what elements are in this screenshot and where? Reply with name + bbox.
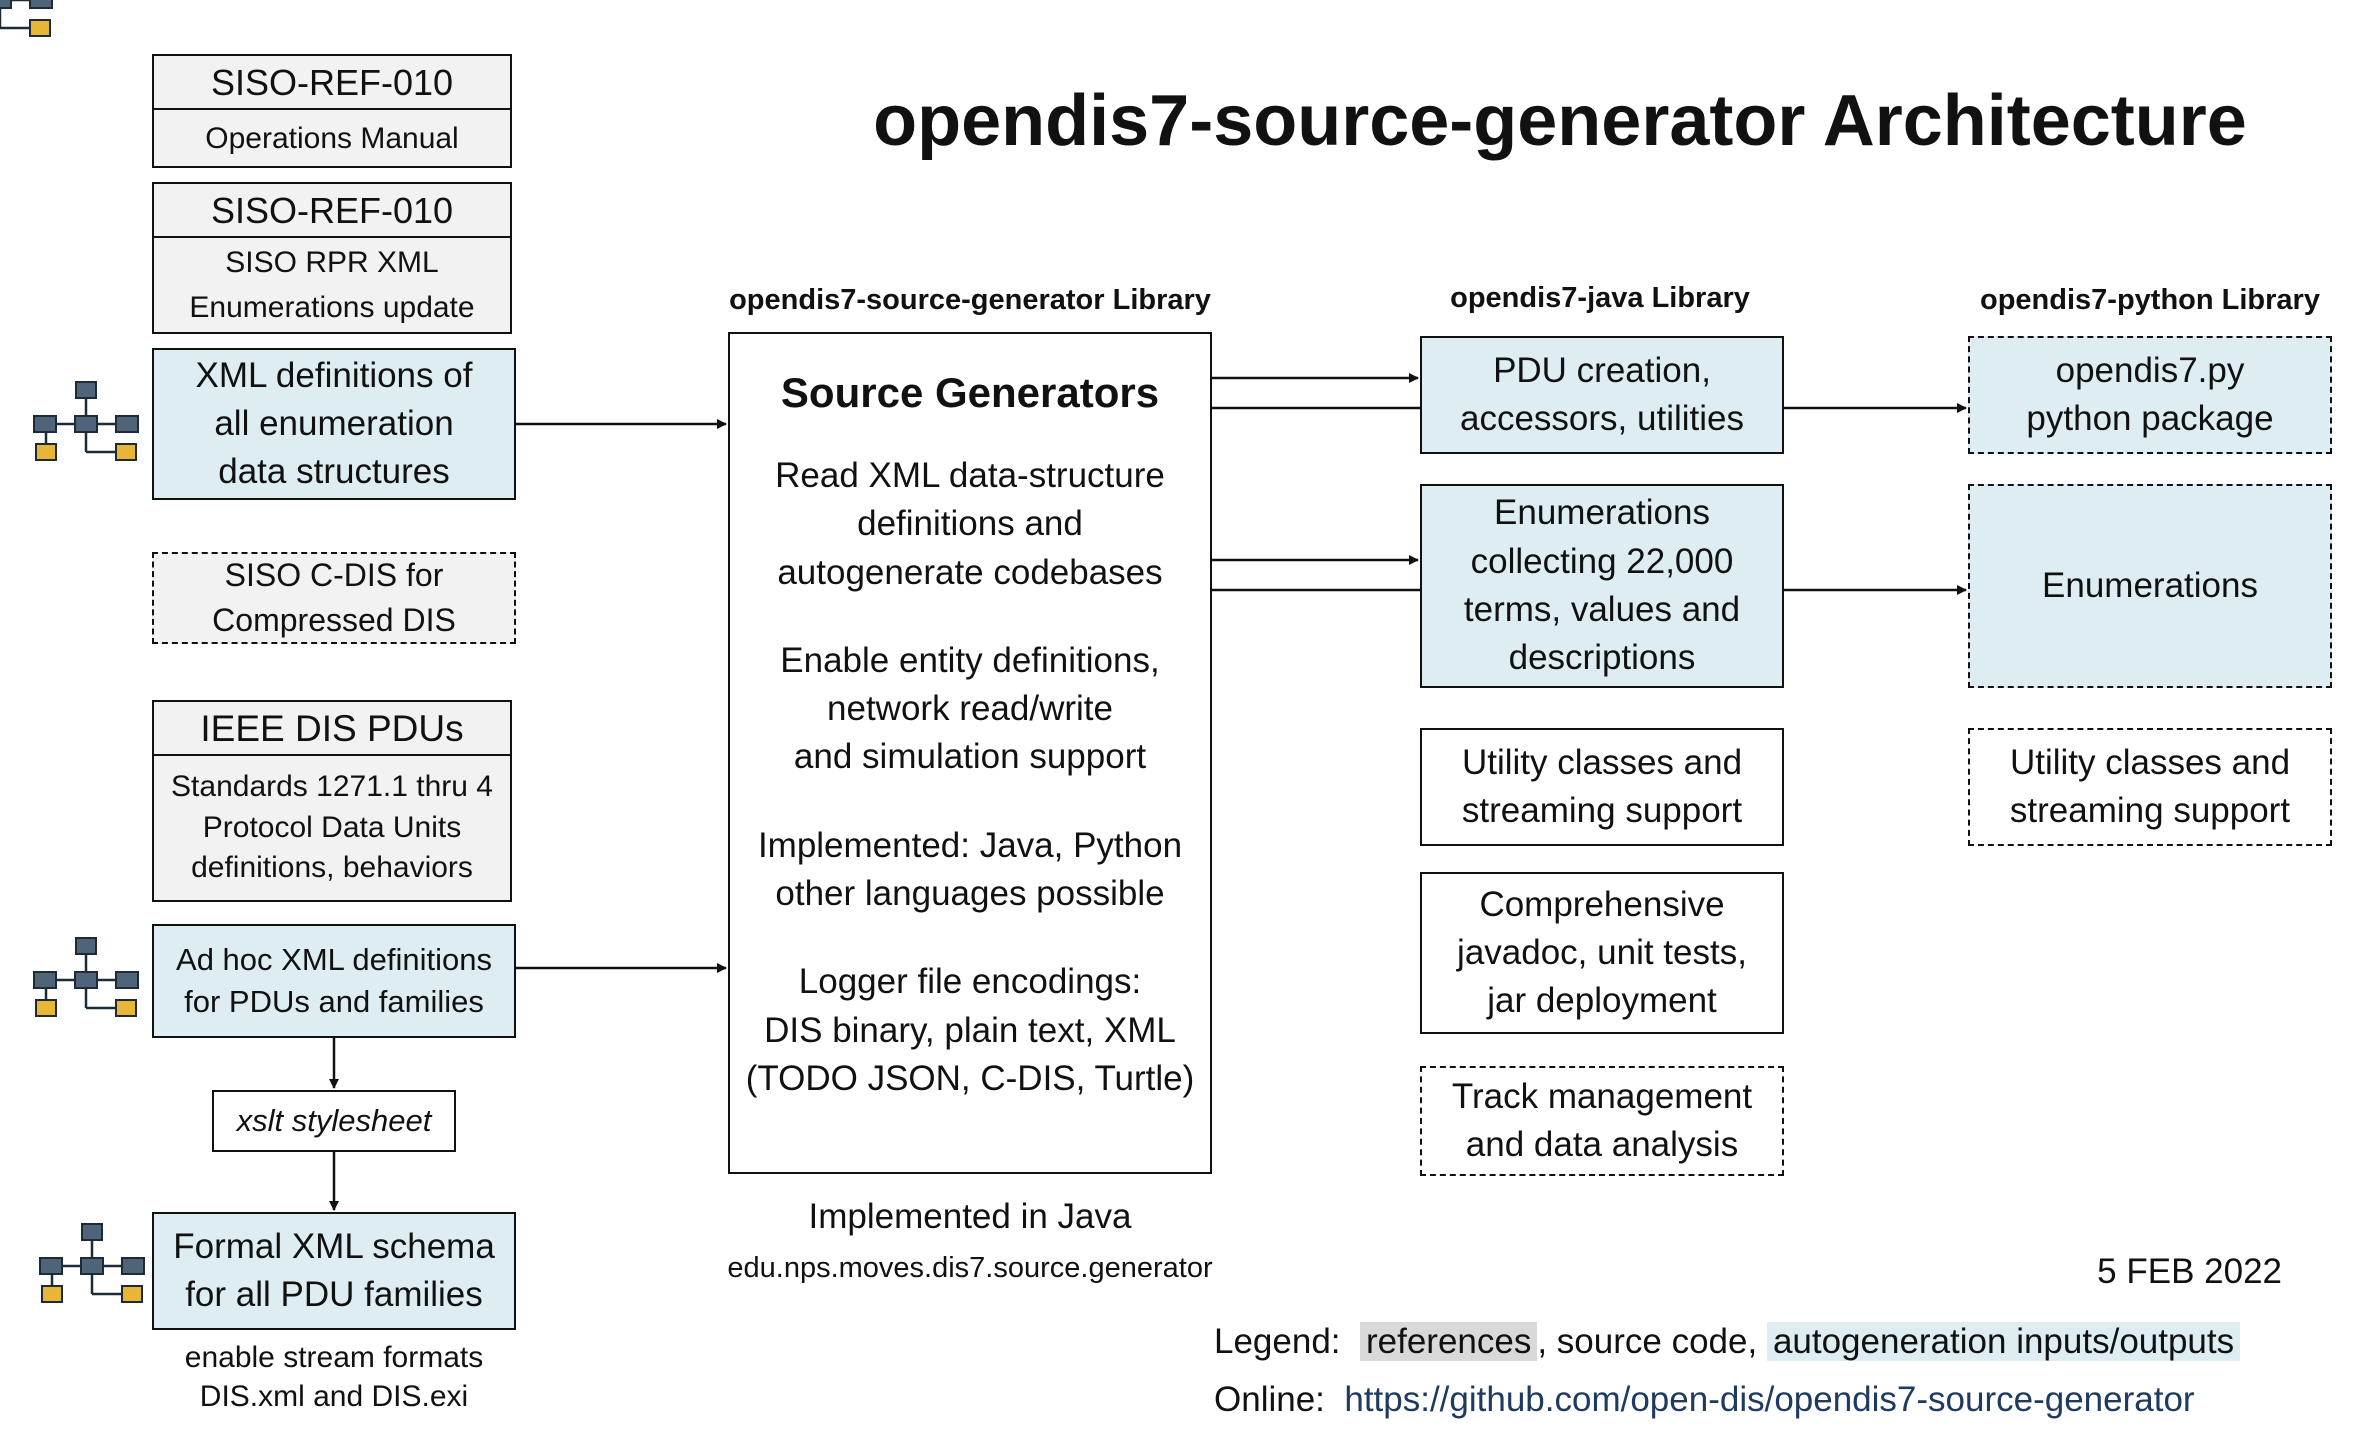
- generator-library-header: opendis7-source-generator Library: [729, 284, 1211, 316]
- python-utility-classes-box: Utility classes and streaming support: [1968, 728, 2332, 846]
- java-pdu-creation-box: PDU creation, accessors, utilities: [1420, 336, 1784, 454]
- generator-line: Logger file encodings:: [798, 962, 1142, 1002]
- generator-paragraph: Logger file encodings: DIS binary, plain…: [730, 958, 1210, 1103]
- python-library-header: opendis7-python Library: [1980, 284, 2320, 316]
- schema-caption: enable stream formats DIS.xml and DIS.ex…: [132, 1338, 536, 1416]
- box-line: Comprehensive: [1479, 884, 1725, 924]
- box-line: accessors, utilities: [1460, 399, 1744, 438]
- hierarchy-diagram-icon: [32, 380, 140, 462]
- legend-autogeneration: autogeneration inputs/outputs: [1766, 1322, 2241, 1361]
- generator-line: Enable entity definitions,: [780, 640, 1160, 680]
- generator-line: and simulation support: [793, 737, 1147, 777]
- box-line: Enumerations: [1494, 493, 1710, 533]
- box-line: Track management: [1451, 1076, 1753, 1116]
- box-line: for all PDU families: [185, 1275, 483, 1314]
- siso-rpr-xml-reference: SISO-REF-010 SISO RPR XML Enumerations u…: [152, 182, 512, 334]
- legend-line: Legend: references, source code, autogen…: [1214, 1322, 2241, 1362]
- legend-source-code: , source code,: [1537, 1322, 1767, 1361]
- box-line: Enumerations: [2042, 565, 2258, 605]
- box-line: collecting 22,000: [1470, 541, 1734, 581]
- reference-body: SISO RPR XML Enumerations update: [154, 238, 510, 332]
- formal-xml-schema-box: Formal XML schema for all PDU families: [152, 1212, 516, 1330]
- legend-references: references: [1359, 1322, 1538, 1361]
- ieee-dis-pdus-reference: IEEE DIS PDUs Standards 1271.1 thru 4 Pr…: [152, 700, 512, 902]
- siso-cdis-box: SISO C-DIS for Compressed DIS: [152, 552, 516, 644]
- box-line: Utility classes and: [1461, 742, 1743, 782]
- legend-label: Legend:: [1214, 1322, 1341, 1361]
- box-line: all enumeration: [214, 403, 454, 443]
- python-enumerations-box: Enumerations: [1968, 484, 2332, 688]
- reference-line: Standards 1271.1 thru 4: [171, 770, 493, 804]
- box-line: streaming support: [1461, 791, 1743, 830]
- generator-line: Implemented: Java, Python: [757, 825, 1183, 865]
- siso-ops-manual-reference: SISO-REF-010 Operations Manual: [152, 54, 512, 168]
- box-line: SISO C-DIS for: [224, 557, 444, 594]
- generator-line: other languages possible: [775, 874, 1165, 914]
- box-line: Compressed DIS: [212, 602, 456, 638]
- xslt-stylesheet-box: xslt stylesheet: [212, 1090, 456, 1152]
- box-line: javadoc, unit tests,: [1457, 932, 1747, 972]
- adhoc-xml-definitions-box: Ad hoc XML definitions for PDUs and fami…: [152, 924, 516, 1038]
- generator-paragraph: Enable entity definitions, network read/…: [730, 637, 1210, 782]
- java-utility-classes-box: Utility classes and streaming support: [1420, 728, 1784, 846]
- online-line: Online: https://github.com/open-dis/open…: [1214, 1380, 2195, 1420]
- box-line: and data analysis: [1465, 1125, 1739, 1164]
- box-line: Utility classes and: [2009, 742, 2291, 782]
- reference-line: Enumerations update: [189, 291, 475, 324]
- box-line: jar deployment: [1487, 981, 1717, 1021]
- reference-title: SISO-REF-010: [154, 184, 510, 238]
- python-package-box: opendis7.py python package: [1968, 336, 2332, 454]
- box-line: for PDUs and families: [184, 984, 484, 1019]
- java-library-header: opendis7-java Library: [1450, 282, 1750, 314]
- box-line: python package: [2026, 399, 2274, 438]
- hierarchy-diagram-icon: [0, 0, 53, 37]
- generator-line: (TODO JSON, C-DIS, Turtle): [745, 1058, 1195, 1098]
- reference-body: Standards 1271.1 thru 4 Protocol Data Un…: [154, 756, 510, 900]
- box-line: descriptions: [1508, 638, 1696, 678]
- reference-body: Operations Manual: [154, 110, 510, 166]
- diagram-title: opendis7-source-generator Architecture: [873, 81, 2247, 161]
- online-url-link[interactable]: https://github.com/open-dis/opendis7-sou…: [1344, 1380, 2195, 1419]
- java-track-management-box: Track management and data analysis: [1420, 1066, 1784, 1176]
- reference-line: Protocol Data Units: [202, 810, 462, 844]
- box-line: xslt stylesheet: [236, 1102, 432, 1138]
- box-line: opendis7.py: [2055, 350, 2245, 390]
- generator-line: network read/write: [827, 689, 1113, 729]
- generator-line: Read XML data-structure: [775, 455, 1165, 495]
- generator-paragraph: Implemented: Java, Python other language…: [730, 822, 1210, 919]
- java-javadoc-box: Comprehensive javadoc, unit tests, jar d…: [1420, 872, 1784, 1034]
- generator-line: definitions and: [857, 504, 1083, 544]
- reference-line: definitions, behaviors: [191, 851, 473, 885]
- box-line: data structures: [218, 452, 450, 492]
- xml-enumeration-definitions-box: XML definitions of all enumeration data …: [152, 348, 516, 500]
- generator-package-name: edu.nps.moves.dis7.source.generator: [727, 1252, 1213, 1284]
- reference-title: IEEE DIS PDUs: [154, 702, 510, 756]
- source-generators-box: Source Generators Read XML data-structur…: [728, 332, 1212, 1174]
- box-line: streaming support: [2009, 791, 2291, 830]
- source-generators-title: Source Generators: [780, 369, 1160, 416]
- java-enumerations-box: Enumerations collecting 22,000 terms, va…: [1420, 484, 1784, 688]
- box-line: Formal XML schema: [173, 1226, 495, 1266]
- diagram-date: 5 FEB 2022: [2097, 1252, 2282, 1291]
- implemented-in-java-caption: Implemented in Java: [808, 1197, 1132, 1236]
- reference-line: Operations Manual: [205, 121, 459, 155]
- box-line: Ad hoc XML definitions: [176, 942, 492, 978]
- generator-line: autogenerate codebases: [777, 552, 1163, 592]
- online-label: Online:: [1214, 1380, 1325, 1419]
- box-line: terms, values and: [1463, 590, 1741, 629]
- caption-line: enable stream formats: [184, 1341, 484, 1374]
- hierarchy-diagram-icon: [32, 936, 140, 1018]
- reference-title: SISO-REF-010: [154, 56, 510, 110]
- box-line: XML definitions of: [195, 355, 473, 395]
- generator-paragraph: Read XML data-structure definitions and …: [730, 452, 1210, 597]
- box-line: PDU creation,: [1493, 350, 1711, 390]
- reference-line: SISO RPR XML: [225, 246, 439, 279]
- generator-line: DIS binary, plain text, XML: [764, 1010, 1176, 1050]
- hierarchy-diagram-icon: [38, 1222, 146, 1304]
- caption-line: DIS.xml and DIS.exi: [199, 1380, 469, 1413]
